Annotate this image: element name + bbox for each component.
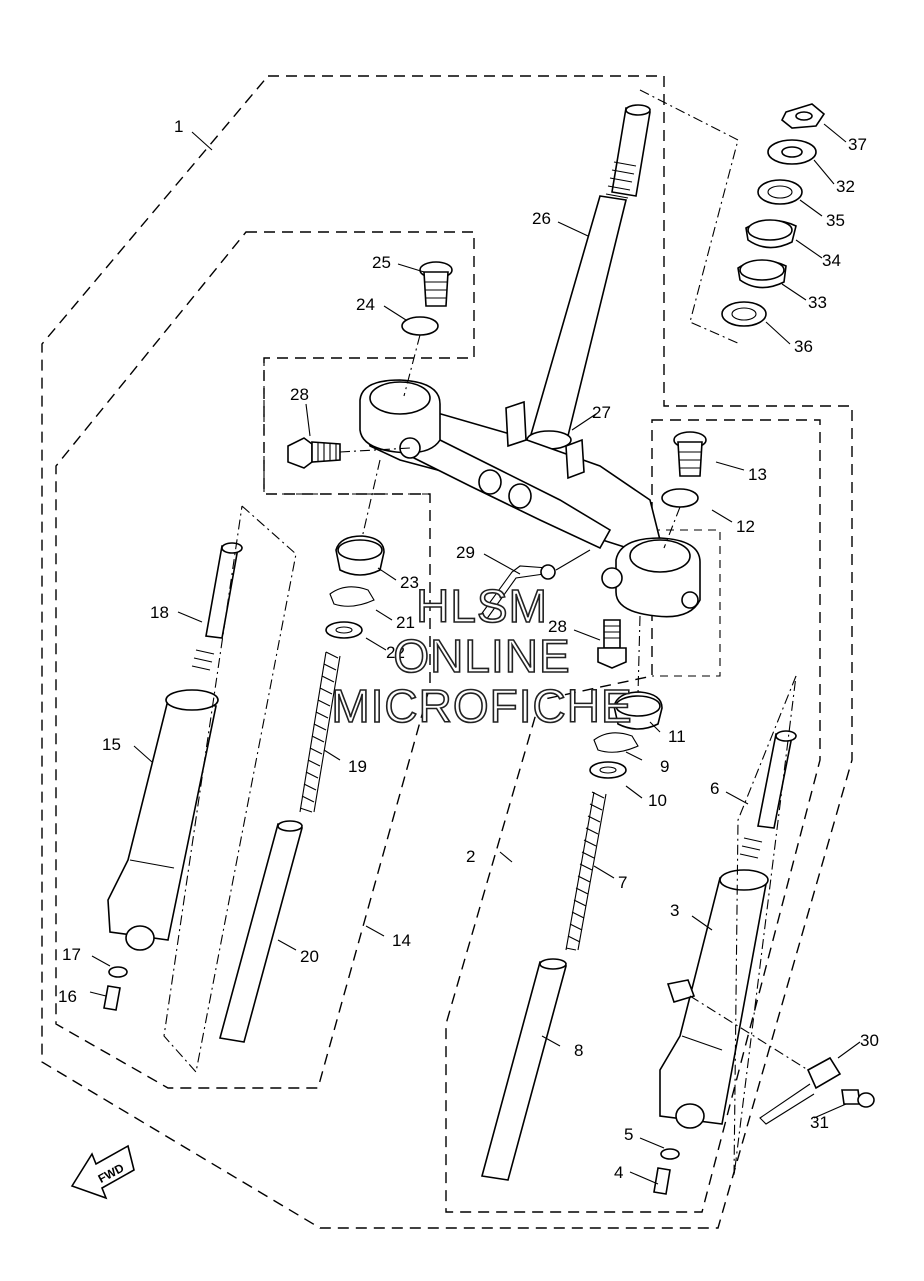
cable-bracket xyxy=(479,549,591,621)
callout-36: 36 xyxy=(794,337,813,356)
callout-28-lower: 28 xyxy=(548,617,567,636)
callout-24: 24 xyxy=(356,295,375,314)
watermark-line-2: ONLINE xyxy=(393,630,570,682)
callout-9: 9 xyxy=(660,757,669,776)
callout-13: 13 xyxy=(748,465,767,484)
callout-3: 3 xyxy=(670,901,679,920)
callout-34: 34 xyxy=(822,251,841,270)
arrow-forward-icon xyxy=(70,1144,135,1200)
callout-21: 21 xyxy=(396,613,415,632)
assembly-outline-14 xyxy=(55,231,475,1089)
callout-22: 22 xyxy=(386,643,405,662)
callout-12: 12 xyxy=(736,517,755,536)
callout-32: 32 xyxy=(836,177,855,196)
callout-30: 30 xyxy=(860,1031,879,1050)
callout-20: 20 xyxy=(300,947,319,966)
callout-17: 17 xyxy=(62,945,81,964)
callout-15: 15 xyxy=(102,735,121,754)
callout-1: 1 xyxy=(174,117,183,136)
cap-bolt-left xyxy=(401,261,453,397)
callout-numbers: 1 2 3 4 5 6 7 8 9 10 11 12 13 14 15 16 1… xyxy=(58,117,879,1182)
callout-31: 31 xyxy=(810,1113,829,1132)
callout-33: 33 xyxy=(808,293,827,312)
right-fork-assembly xyxy=(480,615,797,1195)
cap-bolt-right xyxy=(661,431,707,549)
callout-28-upper: 28 xyxy=(290,385,309,404)
hose-guide xyxy=(689,995,875,1125)
left-fork-assembly xyxy=(103,459,385,1074)
callout-4: 4 xyxy=(614,1163,623,1182)
callout-25: 25 xyxy=(372,253,391,272)
callout-10: 10 xyxy=(648,791,667,810)
callout-2: 2 xyxy=(466,847,475,866)
clamp-bolt-right xyxy=(597,619,627,669)
assembly-outline-2 xyxy=(445,419,821,1213)
subgroup-outline-upper-bolt xyxy=(263,358,430,495)
callout-7: 7 xyxy=(618,873,627,892)
callout-6: 6 xyxy=(710,779,719,798)
callout-8: 8 xyxy=(574,1041,583,1060)
callout-14: 14 xyxy=(392,931,411,950)
watermark-line-1: HLSM xyxy=(416,580,548,632)
callout-35: 35 xyxy=(826,211,845,230)
assembly-outline-1 xyxy=(41,75,853,1229)
callout-37: 37 xyxy=(848,135,867,154)
callout-23: 23 xyxy=(400,573,419,592)
callout-26: 26 xyxy=(532,209,551,228)
callout-16: 16 xyxy=(58,987,77,1006)
watermark: HLSM ONLINE MICROFICHE xyxy=(331,579,633,733)
callout-29: 29 xyxy=(456,543,475,562)
callout-19: 19 xyxy=(348,757,367,776)
steering-stem xyxy=(526,104,651,450)
callout-27: 27 xyxy=(592,403,611,422)
callout-18: 18 xyxy=(150,603,169,622)
callout-5: 5 xyxy=(624,1125,633,1144)
group-outlines xyxy=(41,75,853,1229)
subgroup-outline-lower-clamp xyxy=(652,529,721,677)
steering-bearing-stack xyxy=(639,89,826,345)
fwd-direction-arrow: FWD xyxy=(70,1144,135,1200)
clamp-bolt-left xyxy=(287,437,411,469)
callout-11: 11 xyxy=(668,727,686,746)
callout-leaders xyxy=(89,123,861,1185)
watermark-line-3: MICROFICHE xyxy=(331,680,632,732)
under-bracket xyxy=(359,379,701,618)
